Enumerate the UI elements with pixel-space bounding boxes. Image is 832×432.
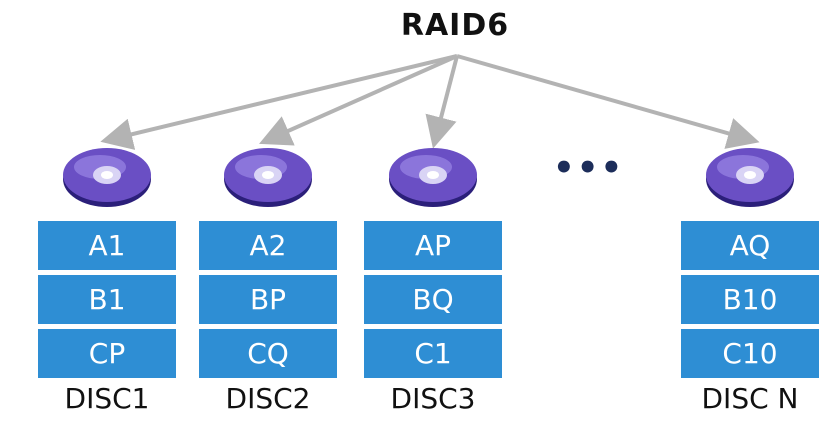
block-a1: A1 bbox=[38, 221, 176, 270]
disc-label-3: DISC3 bbox=[390, 382, 476, 415]
disc-icon bbox=[706, 148, 794, 207]
block-a2: A2 bbox=[199, 221, 337, 270]
block-ap: AP bbox=[364, 221, 502, 270]
disc-label-2: DISC2 bbox=[225, 382, 311, 415]
disc-label-n: DISC N bbox=[701, 382, 799, 415]
disc-group-1: A1 B1 CP DISC1 bbox=[38, 145, 176, 415]
block-bp: BP bbox=[199, 275, 337, 324]
block-cp: CP bbox=[38, 329, 176, 378]
disc-icon bbox=[389, 148, 477, 207]
disc-icon bbox=[224, 148, 312, 207]
arrow-to-discn bbox=[456, 54, 760, 149]
disc-group-n: AQ B10 C10 DISC N bbox=[681, 145, 819, 415]
arrow-to-disc3 bbox=[425, 55, 459, 149]
block-c1: C1 bbox=[364, 329, 502, 378]
disc-group-2: A2 BP CQ DISC2 bbox=[199, 145, 337, 415]
block-aq: AQ bbox=[681, 221, 819, 270]
disc-label-1: DISC1 bbox=[64, 382, 150, 415]
block-b10: B10 bbox=[681, 275, 819, 324]
disc-icon bbox=[63, 148, 151, 207]
arrow-to-disc1 bbox=[100, 54, 458, 150]
block-cq: CQ bbox=[199, 329, 337, 378]
more-discs-ellipsis: ••• bbox=[553, 148, 625, 188]
diagram-title: RAID6 bbox=[400, 8, 510, 43]
block-bq: BQ bbox=[364, 275, 502, 324]
block-b1: B1 bbox=[38, 275, 176, 324]
block-c10: C10 bbox=[681, 329, 819, 378]
disc-group-3: AP BQ C1 DISC3 bbox=[364, 145, 502, 415]
arrow-to-disc2 bbox=[259, 54, 458, 146]
